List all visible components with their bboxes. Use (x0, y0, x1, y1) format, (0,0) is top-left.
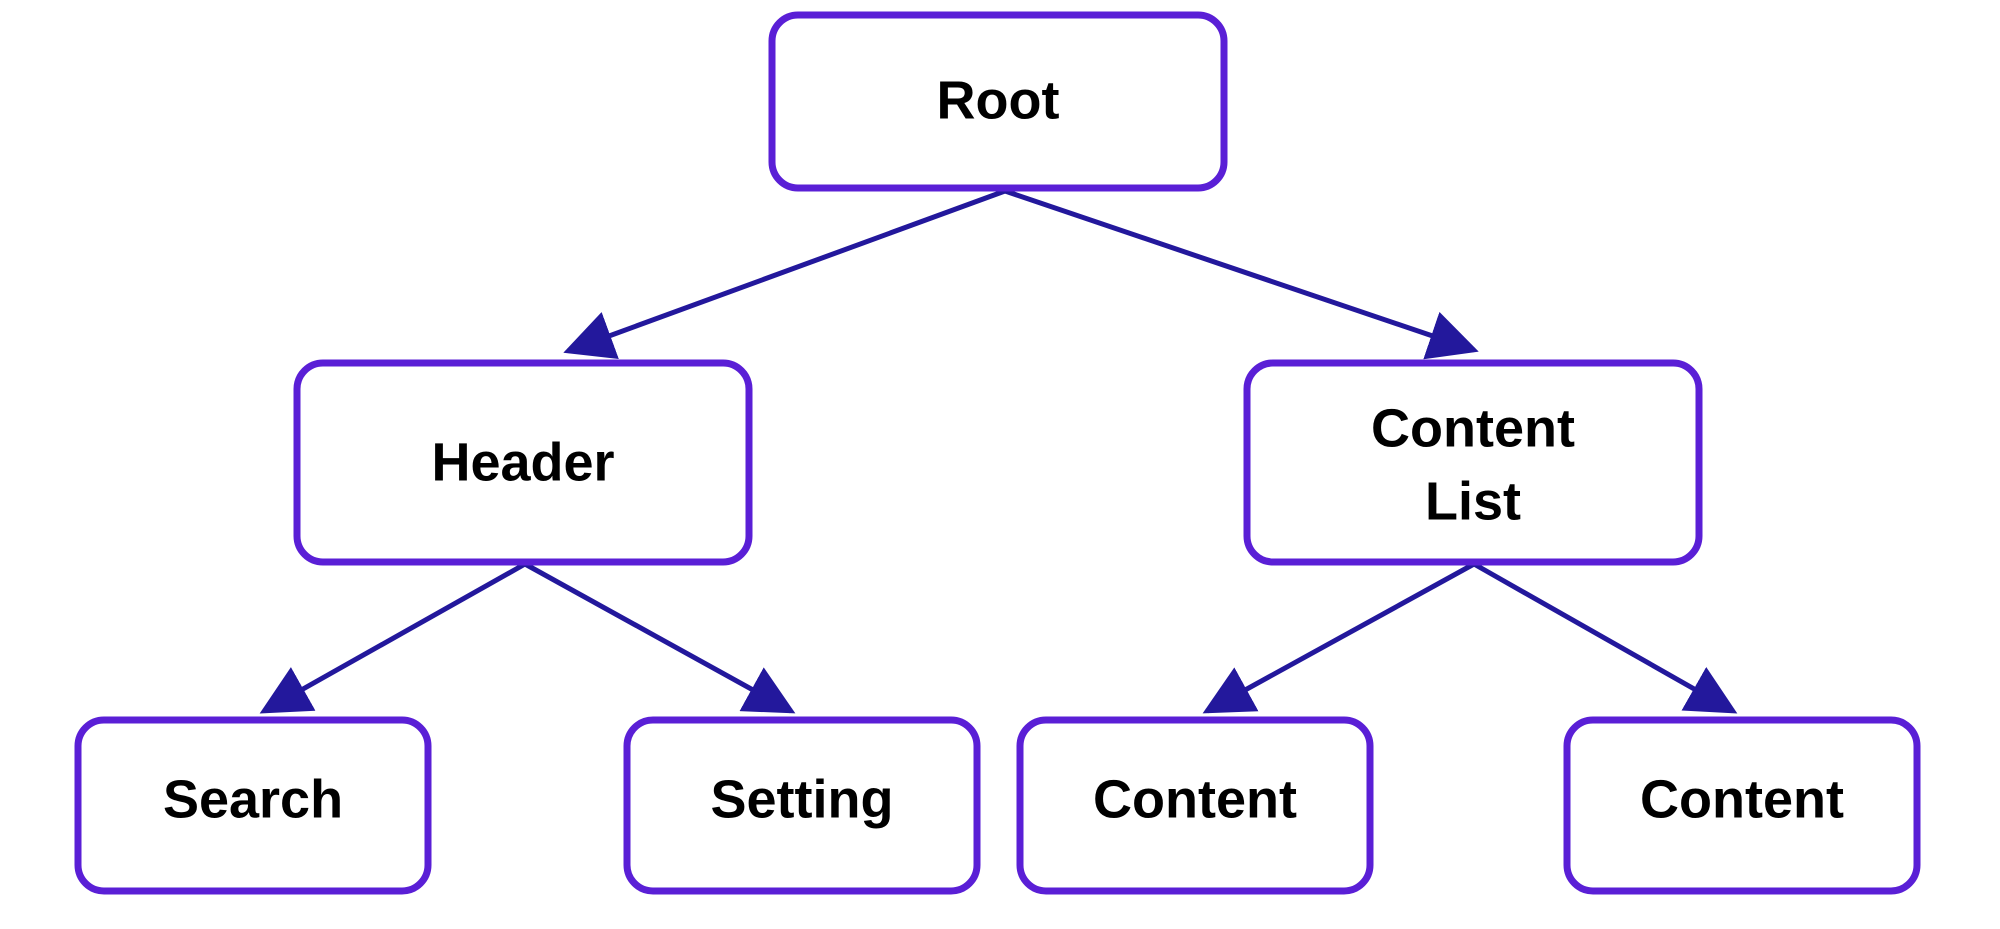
edge-content-list-content-b (1472, 561, 1738, 714)
node-content-b-label: Content (1640, 769, 1844, 829)
node-search-label: Search (163, 769, 343, 829)
node-content-list-box (1243, 359, 1703, 566)
node-setting-label: Setting (711, 769, 894, 829)
node-root: Root (768, 11, 1228, 192)
edge-content-list-content-a (1202, 561, 1476, 714)
node-setting-box (623, 716, 981, 895)
node-header-label: Header (431, 432, 614, 492)
node-content-list-label-line1: Content (1371, 398, 1575, 458)
edge-root-header (563, 188, 1006, 360)
node-content-b-box (1563, 716, 1921, 895)
node-content-b: Content (1563, 716, 1921, 895)
edge-header-setting (523, 561, 796, 714)
node-root-box (768, 11, 1228, 192)
node-content-a-label: Content (1093, 769, 1297, 829)
node-setting: Setting (623, 716, 981, 895)
node-header: Header (293, 359, 753, 566)
node-search-box (74, 716, 432, 895)
node-header-box (293, 359, 753, 566)
node-content-a-box (1016, 716, 1374, 895)
node-content-list: Content List (1243, 359, 1703, 566)
node-content-a: Content (1016, 716, 1374, 895)
node-content-list-label-line2: List (1425, 471, 1521, 531)
node-root-label: Root (937, 70, 1060, 130)
node-search: Search (74, 716, 432, 895)
edge-header-search (259, 561, 527, 714)
edge-root-content-list (1004, 188, 1479, 360)
